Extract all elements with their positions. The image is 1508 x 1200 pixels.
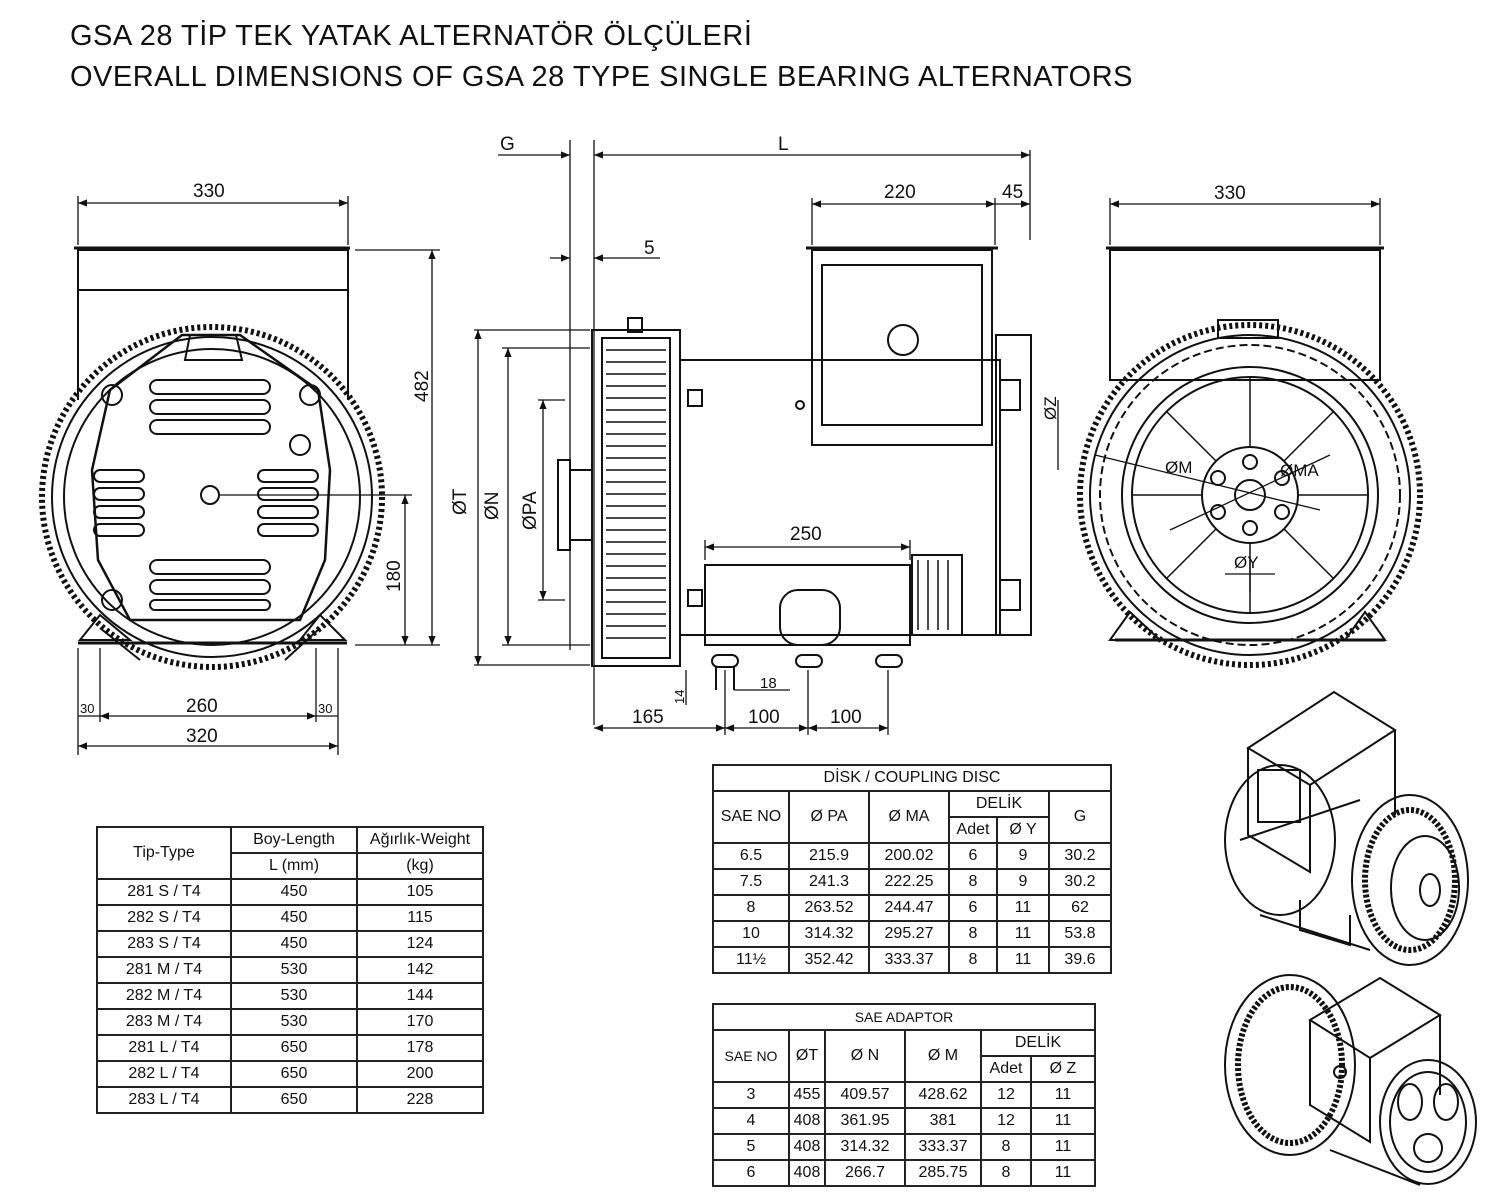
type-length-weight-table: Tip-Type Boy-Length Ağırlık-Weight L (mm… bbox=[96, 826, 484, 1114]
adaptor-n-header: Ø N bbox=[824, 1029, 906, 1083]
title-english: OVERALL DIMENSIONS OF GSA 28 TYPE SINGLE… bbox=[70, 61, 1134, 93]
front-view bbox=[39, 246, 385, 670]
front-width-top-label: 330 bbox=[193, 181, 225, 202]
isometric-view-bottom bbox=[1224, 974, 1477, 1186]
side-dia-T-label: ØT bbox=[450, 488, 471, 515]
side-hole-depth-label: 14 bbox=[672, 690, 687, 704]
front-vents bbox=[93, 379, 319, 611]
side-dimensions bbox=[474, 140, 1031, 735]
rear-toothed-ring bbox=[1077, 322, 1423, 668]
front-foot-left-label: 30 bbox=[80, 701, 94, 716]
disc-delik-header: DELİK bbox=[948, 790, 1050, 818]
side-box-length-label: 220 bbox=[884, 182, 916, 203]
rear-dimensions bbox=[1057, 198, 1381, 592]
rear-dia-Z-label: ØZ bbox=[1041, 396, 1060, 420]
side-dia-N-label: ØN bbox=[482, 492, 503, 521]
front-dimensions bbox=[77, 196, 440, 755]
front-height-label: 482 bbox=[412, 370, 433, 402]
side-view bbox=[557, 246, 1032, 690]
side-L-label: L bbox=[778, 134, 789, 155]
rear-view bbox=[1077, 246, 1423, 668]
side-gap-label: 5 bbox=[644, 238, 655, 259]
disc-pa-header: Ø PA bbox=[788, 790, 870, 844]
side-hole-pitch-2-label: 100 bbox=[830, 707, 862, 728]
side-hole-dia-label: 18 bbox=[760, 675, 777, 692]
weight-header: Ağırlık-Weight bbox=[356, 826, 484, 854]
type-header: Tip-Type bbox=[96, 826, 232, 880]
side-fins bbox=[606, 349, 666, 639]
rear-dia-Y-label: ØY bbox=[1234, 553, 1259, 572]
disc-y-header: Ø Y bbox=[996, 816, 1050, 844]
front-shaft-height-label: 180 bbox=[384, 560, 405, 592]
disc-adet-header: Adet bbox=[948, 816, 998, 844]
side-G-label: G bbox=[500, 134, 515, 155]
rear-width-top-label: 330 bbox=[1214, 183, 1246, 204]
weight-unit-header: (kg) bbox=[356, 852, 484, 880]
coupling-disc-table: DİSK / COUPLING DISC SAE NO Ø PA Ø MA DE… bbox=[712, 764, 1112, 974]
adaptor-adet-header: Adet bbox=[980, 1055, 1032, 1083]
adaptor-z-header: Ø Z bbox=[1030, 1055, 1096, 1083]
side-front-offset-label: 165 bbox=[632, 707, 664, 728]
length-unit-header: L (mm) bbox=[230, 852, 358, 880]
side-hole-pitch-1-label: 100 bbox=[748, 707, 780, 728]
length-header: Boy-Length bbox=[230, 826, 358, 854]
adaptor-table-title: SAE ADAPTOR bbox=[712, 1003, 1096, 1031]
front-foot-right-label: 30 bbox=[318, 701, 332, 716]
adaptor-sae-header: SAE NO bbox=[712, 1029, 790, 1083]
adaptor-m-header: Ø M bbox=[904, 1029, 982, 1083]
front-base-width-label: 320 bbox=[186, 726, 218, 747]
side-foot-length-label: 250 bbox=[790, 524, 822, 545]
front-fan-ring bbox=[39, 324, 385, 670]
disc-ma-header: Ø MA bbox=[868, 790, 950, 844]
title-turkish: GSA 28 TİP TEK YATAK ALTERNATÖR ÖLÇÜLERİ bbox=[70, 20, 753, 52]
disc-g-header: G bbox=[1048, 790, 1112, 844]
adaptor-delik-header: DELİK bbox=[980, 1029, 1096, 1057]
rear-dia-MA-label: ØMA bbox=[1280, 461, 1319, 480]
disc-sae-header: SAE NO bbox=[712, 790, 790, 844]
side-box-offset-label: 45 bbox=[1002, 182, 1023, 203]
rear-dia-M-label: ØM bbox=[1165, 458, 1192, 477]
sae-adaptor-table: SAE ADAPTOR SAE NO ØT Ø N Ø M DELİK Adet… bbox=[712, 1003, 1096, 1187]
adaptor-t-header: ØT bbox=[788, 1029, 826, 1083]
front-foot-span-label: 260 bbox=[186, 696, 218, 717]
isometric-view-top bbox=[1224, 690, 1469, 966]
side-dia-PA-label: ØPA bbox=[520, 491, 541, 530]
disc-table-title: DİSK / COUPLING DISC bbox=[712, 764, 1112, 792]
